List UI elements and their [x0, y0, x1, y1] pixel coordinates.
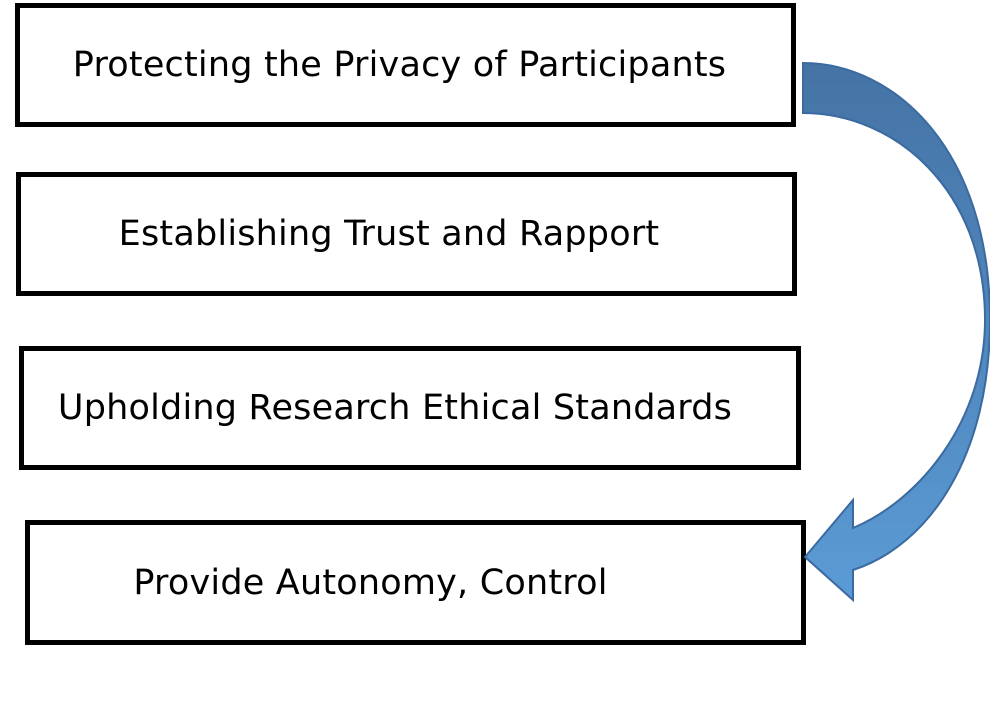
step-box-privacy: Protecting the Privacy of Participants — [15, 3, 796, 127]
step-box-ethics: Upholding Research Ethical Standards — [19, 346, 801, 470]
step-label-trust: Establishing Trust and Rapport — [118, 214, 660, 254]
step-label-ethics: Upholding Research Ethical Standards — [57, 388, 733, 428]
step-box-trust: Establishing Trust and Rapport — [16, 172, 797, 296]
step-label-autonomy: Provide Autonomy, Control — [133, 562, 608, 603]
curved-arrow-shape — [802, 61, 990, 603]
step-box-autonomy: Provide Autonomy, Control — [25, 520, 806, 645]
step-label-privacy: Protecting the Privacy of Participants — [72, 45, 727, 85]
